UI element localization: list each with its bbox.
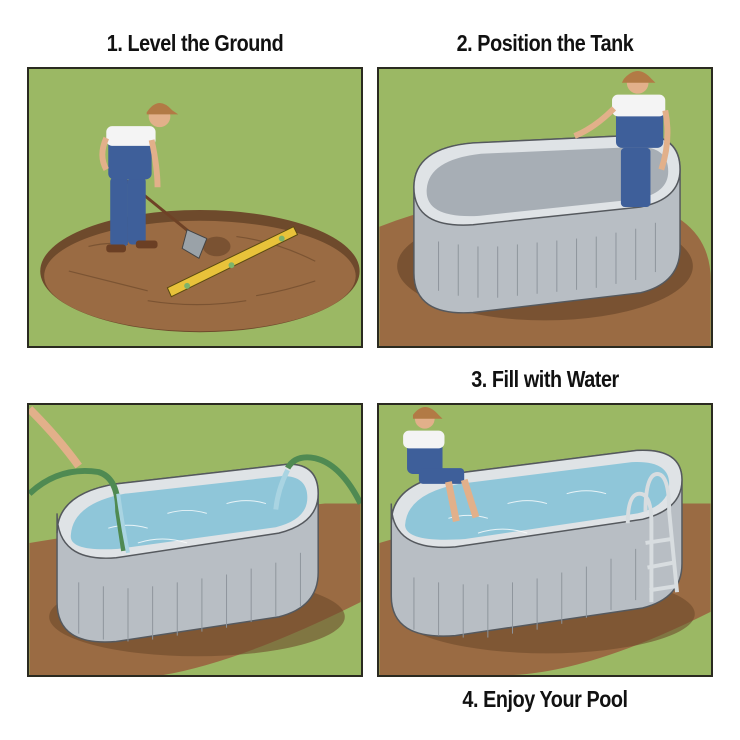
step-2-illustration — [377, 67, 713, 348]
step-2-title: 2. Position the Tank — [456, 30, 634, 56]
step-3-illustration — [27, 403, 363, 677]
stock-tank — [413, 134, 681, 314]
spirit-level-icon — [166, 226, 299, 298]
step-4-illustration — [377, 403, 713, 677]
step-1-title: 1. Level the Ground — [106, 30, 284, 56]
enjoy-pool-scene — [379, 405, 711, 675]
stock-tank — [56, 463, 319, 643]
garden-hose-left — [29, 406, 130, 554]
pool-ladder-icon — [625, 472, 680, 603]
position-tank-scene — [379, 69, 711, 346]
fill-water-scene — [29, 405, 361, 675]
worker-figure — [573, 70, 671, 208]
step-1-illustration — [27, 67, 363, 348]
level-ground-scene — [29, 69, 361, 346]
garden-hose-right — [273, 454, 361, 510]
step-4-title: 4. Enjoy Your Pool — [462, 686, 628, 712]
water-surface — [70, 475, 308, 550]
worker-figure — [99, 102, 179, 253]
person-sitting-figure — [403, 406, 480, 522]
step-3-title: 3. Fill with Water — [471, 366, 619, 392]
